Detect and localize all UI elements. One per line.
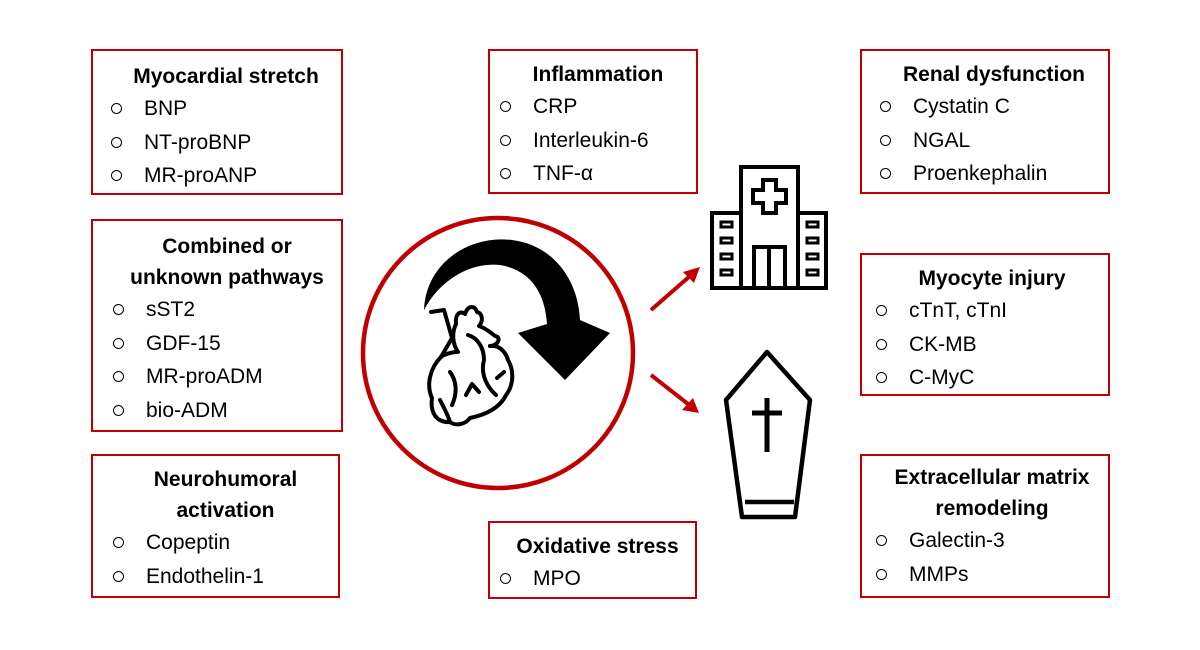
list-item: NT-proBNP (111, 126, 341, 160)
renal-dysfunction-box: Renal dysfunction Cystatin C NGAL Proenk… (860, 49, 1110, 194)
circle-bullet-icon (111, 136, 122, 148)
biomarker-label: TNF-α (533, 162, 593, 185)
list-item: MR-proADM (113, 360, 341, 394)
myocardial-stretch-box: Myocardial stretch BNP NT-proBNP MR-proA… (91, 49, 343, 195)
circle-bullet-icon (880, 101, 891, 113)
renal-dysfunction-title: Renal dysfunction (902, 63, 1086, 86)
list-item: C-MyC (876, 361, 1108, 395)
neurohumoral-title-line1: Neurohumoral (153, 468, 298, 491)
list-item: Proenkephalin (880, 157, 1108, 191)
myocyte-injury-title: Myocyte injury (918, 267, 1066, 290)
biomarker-label: MR-proADM (146, 365, 263, 388)
central-circle (360, 215, 636, 491)
biomarker-label: Endothelin-1 (146, 564, 264, 588)
neurohumoral-title-line2: activation (176, 499, 275, 522)
circle-bullet-icon (113, 537, 124, 549)
list-item: CRP (500, 90, 696, 124)
biomarker-label: BNP (144, 97, 188, 120)
combined-pathways-box: Combined or unknown pathways sST2 GDF-15… (91, 219, 343, 432)
biomarker-label: C-MyC (909, 366, 975, 389)
list-item: Interleukin-6 (500, 124, 696, 158)
biomarker-label: MR-proANP (144, 164, 258, 187)
biomarker-label: Cystatin C (913, 95, 1010, 118)
list-item: MR-proANP (111, 159, 341, 193)
combined-pathways-title-line2: unknown pathways (130, 266, 324, 289)
biomarker-label: GDF-15 (146, 331, 221, 355)
biomarker-label: MMPs (909, 562, 969, 586)
biomarker-label: cTnT, cTnI (909, 299, 1008, 322)
circle-bullet-icon (880, 134, 891, 146)
circle-bullet-icon (876, 338, 887, 350)
curved-arrow-icon (424, 239, 610, 380)
list-item: sST2 (113, 293, 341, 327)
coffin-icon (723, 349, 813, 520)
circle-bullet-icon (876, 535, 887, 547)
circle-bullet-icon (113, 371, 124, 383)
list-item: Endothelin-1 (113, 560, 338, 594)
list-item: BNP (111, 92, 341, 126)
biomarker-label: bio-ADM (146, 398, 228, 422)
list-item: cTnT, cTnI (876, 294, 1108, 328)
circle-bullet-icon (113, 337, 124, 349)
hospital-icon (710, 165, 828, 290)
circle-bullet-icon (113, 570, 124, 582)
biomarker-label: CRP (533, 95, 578, 118)
inflammation-box: Inflammation CRP Interleukin-6 TNF-α (488, 49, 698, 194)
list-item: NGAL (880, 124, 1108, 158)
biomarker-label: Galectin-3 (909, 529, 1005, 552)
circle-bullet-icon (876, 372, 887, 384)
circle-bullet-icon (876, 305, 887, 317)
biomarker-label: NGAL (913, 128, 971, 152)
arrow-to-hospital (649, 267, 700, 312)
circle-bullet-icon (111, 103, 122, 115)
list-item: bio-ADM (113, 394, 341, 428)
circle-bullet-icon (880, 168, 891, 180)
biomarker-label: Interleukin-6 (533, 128, 649, 152)
neurohumoral-activation-box: Neurohumoral activation Copeptin Endothe… (91, 454, 340, 598)
circle-bullet-icon (500, 168, 511, 180)
biomarker-label: MPO (533, 567, 581, 590)
ecm-title-line2: remodeling (935, 497, 1049, 520)
circle-bullet-icon (113, 304, 124, 316)
ecm-remodeling-box: Extracellular matrix remodeling Galectin… (860, 454, 1110, 598)
oxidative-stress-title: Oxidative stress (516, 535, 679, 558)
circle-bullet-icon (876, 568, 887, 580)
list-item: Galectin-3 (876, 524, 1108, 558)
list-item: GDF-15 (113, 327, 341, 361)
circle-bullet-icon (113, 404, 124, 416)
list-item: MPO (500, 562, 695, 596)
biomarker-label: sST2 (146, 298, 196, 321)
circle-bullet-icon (500, 101, 511, 113)
heart-icon (427, 305, 515, 427)
list-item: Cystatin C (880, 90, 1108, 124)
list-item: Copeptin (113, 526, 338, 560)
inflammation-title: Inflammation (532, 63, 664, 86)
list-item: CK-MB (876, 328, 1108, 362)
biomarker-label: Proenkephalin (913, 162, 1048, 185)
circle-bullet-icon (500, 573, 511, 585)
myocardial-stretch-title: Myocardial stretch (133, 65, 319, 88)
ecm-title-line1: Extracellular matrix (894, 466, 1090, 489)
biomarker-label: NT-proBNP (144, 130, 252, 154)
biomarker-label: Copeptin (146, 531, 231, 554)
circle-bullet-icon (111, 170, 122, 182)
arrow-to-coffin (649, 373, 699, 413)
list-item: TNF-α (500, 157, 696, 191)
list-item: MMPs (876, 558, 1108, 592)
biomarker-label: CK-MB (909, 332, 977, 356)
oxidative-stress-box: Oxidative stress MPO (488, 521, 697, 599)
myocyte-injury-box: Myocyte injury cTnT, cTnI CK-MB C-MyC (860, 253, 1110, 396)
combined-pathways-title-line1: Combined or (162, 235, 292, 258)
circle-bullet-icon (500, 134, 511, 146)
